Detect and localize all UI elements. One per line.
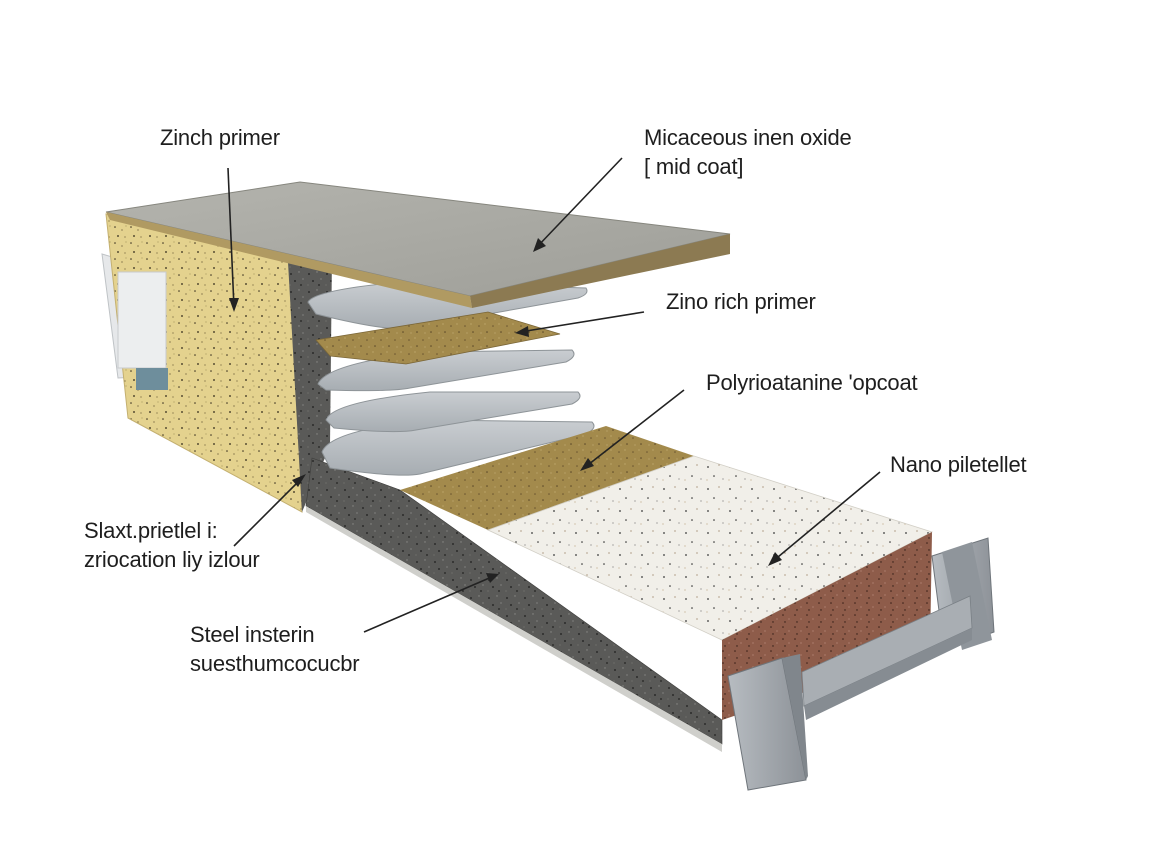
label-zinch-primer-text: Zinch primer — [160, 125, 280, 150]
label-polyrioatanine-topcoat: Polyrioatanine 'opcoat — [706, 368, 918, 397]
label-slaxt-line2: zriocation liy izlour — [84, 547, 260, 572]
arrowhead-micaceous — [533, 238, 546, 252]
sand-layer — [315, 311, 561, 365]
label-nano-piletellet: Nano piletellet — [890, 450, 1027, 479]
label-steel-line2: suesthumcocucbr — [190, 651, 360, 676]
leader-steel — [363, 575, 495, 633]
leader-polyrioatanine — [583, 389, 685, 469]
label-polyrioatanine-text: Polyrioatanine 'opcoat — [706, 370, 918, 395]
leader-zinch-primer — [227, 167, 235, 309]
arrowhead-zino-rich — [515, 326, 529, 337]
leader-zino-rich — [519, 311, 645, 333]
top-slab — [105, 181, 731, 308]
annotation-lines — [227, 157, 881, 633]
label-zino-rich-primer-text: Zino rich primer — [666, 289, 816, 314]
label-steel-insterin: Steel insterin suesthumcocucbr — [190, 620, 360, 678]
steel-beam — [727, 537, 995, 791]
arrowhead-slaxt — [292, 474, 306, 487]
dark-concrete-wall — [288, 254, 332, 512]
leader-micaceous — [535, 157, 623, 249]
label-steel-line1: Steel insterin — [190, 622, 315, 647]
label-micaceous-line2: [ mid coat] — [644, 154, 744, 179]
label-zinch-primer: Zinch primer — [160, 123, 280, 152]
arrowhead-steel — [486, 573, 499, 583]
label-slaxt-prietlel: Slaxt.prietlel i: zriocation liy izlour — [84, 516, 260, 574]
arrowhead-nano — [768, 552, 782, 566]
label-nano-piletellet-text: Nano piletellet — [890, 452, 1027, 477]
annotation-arrowheads — [229, 238, 782, 583]
sand-base-strip — [400, 426, 694, 530]
arrowhead-zinch-primer — [229, 298, 239, 312]
label-micaceous-oxide: Micaceous inen oxide [ mid coat] — [644, 123, 852, 181]
leader-nano — [771, 471, 881, 563]
yellow-block — [105, 212, 303, 513]
label-zino-rich-primer: Zino rich primer — [666, 287, 816, 316]
label-micaceous-line1: Micaceous inen oxide — [644, 125, 852, 150]
arrowhead-polyrioatanine — [580, 458, 594, 471]
leader-slaxt — [233, 477, 303, 547]
dark-concrete-base — [305, 457, 723, 752]
label-slaxt-line1: Slaxt.prietlel i: — [84, 518, 218, 543]
